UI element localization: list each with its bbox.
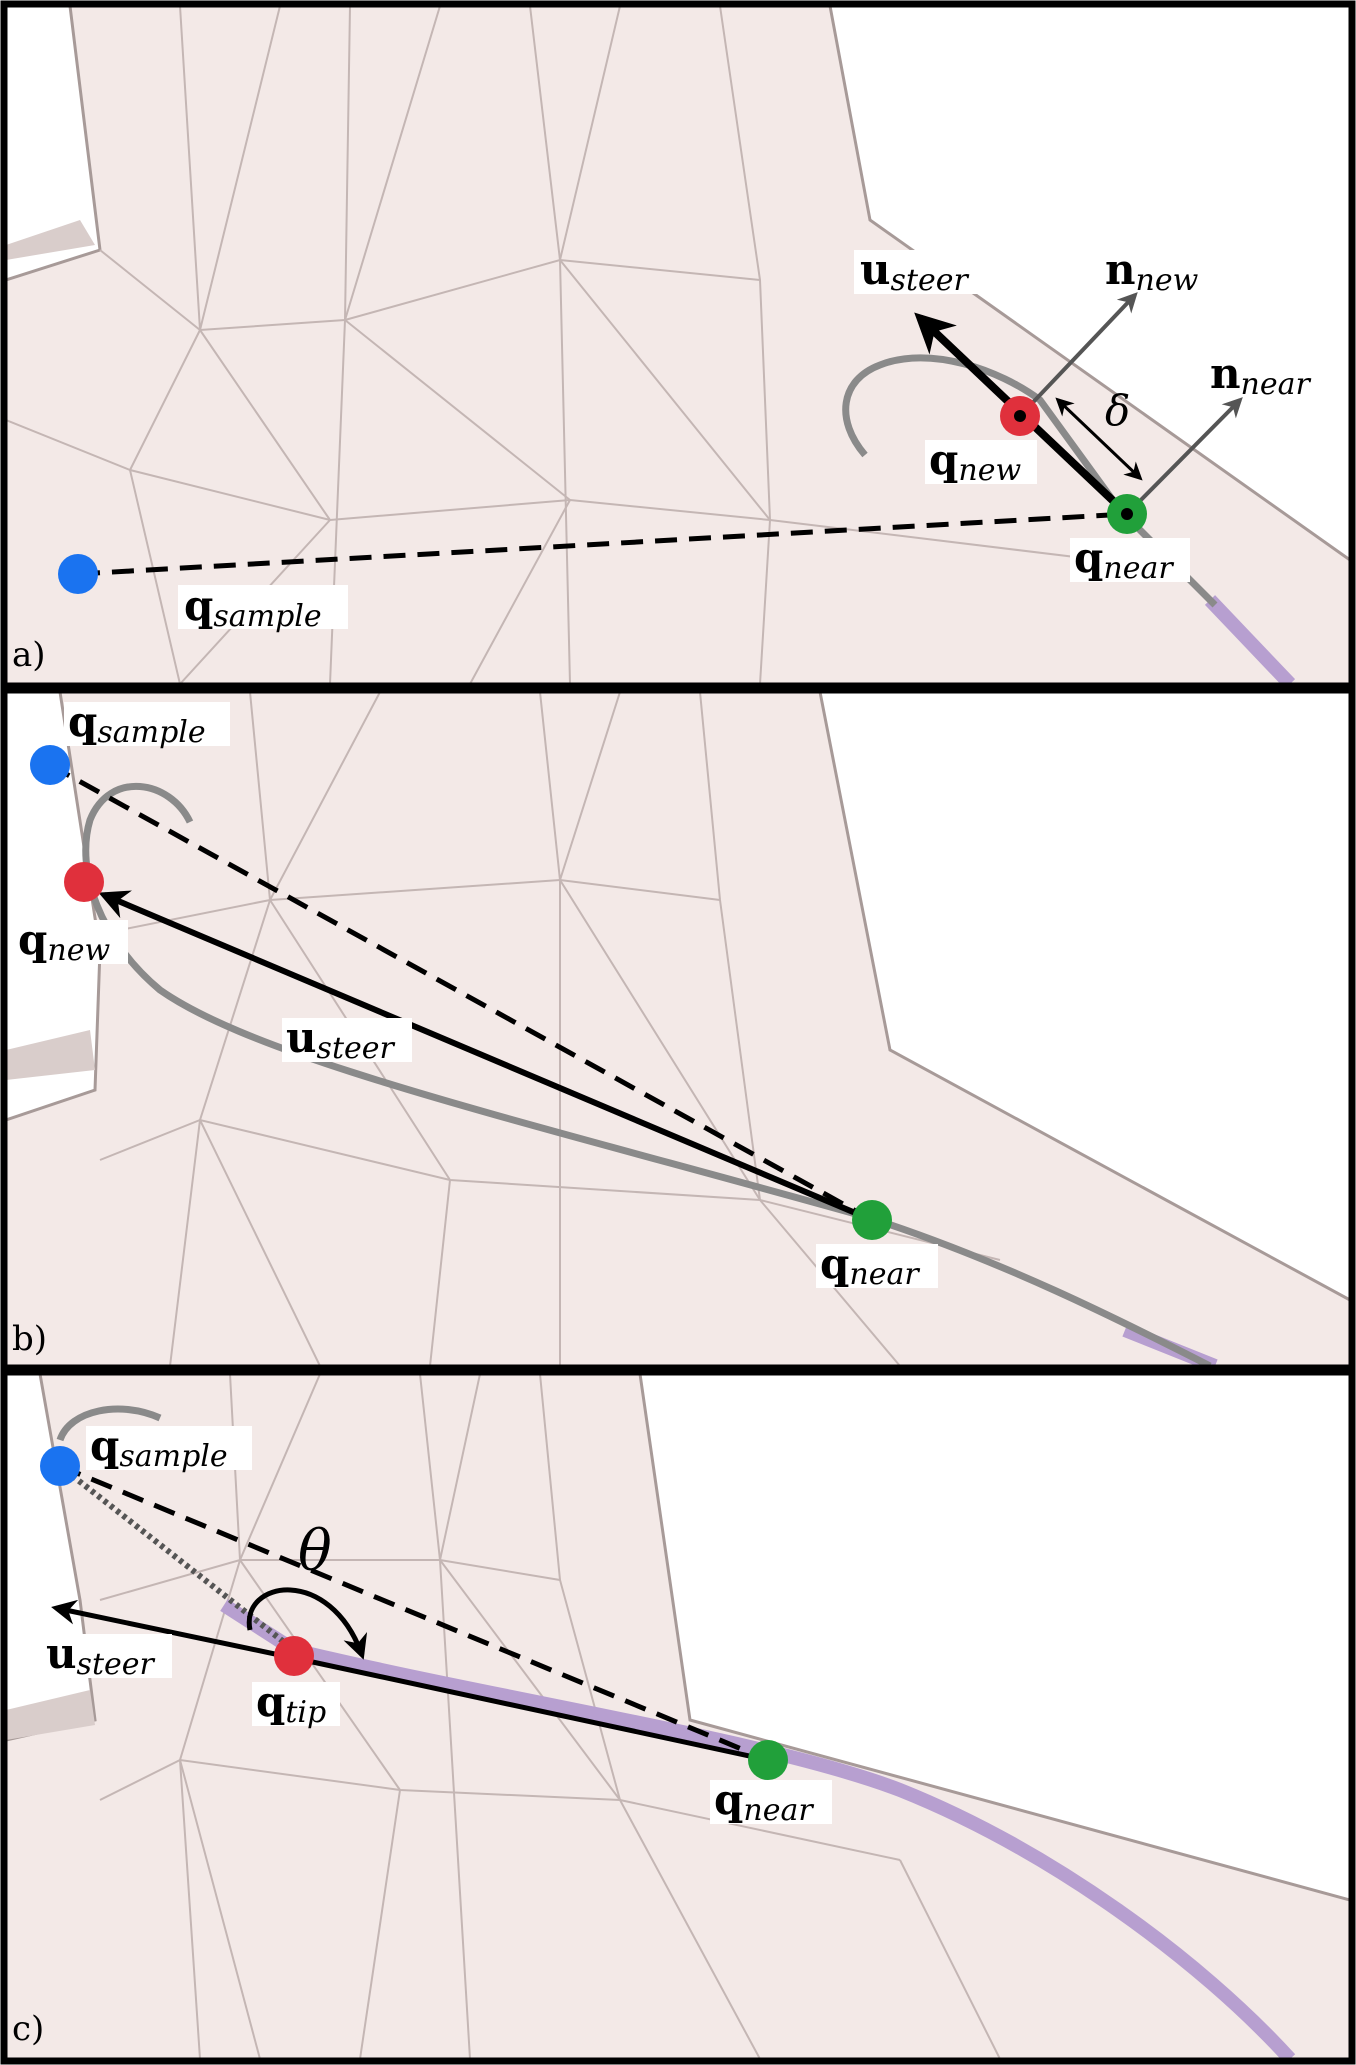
label-q-sample: qsample	[64, 697, 230, 750]
q-sample-point	[40, 1446, 80, 1486]
label-q-sample: qsample	[86, 1421, 252, 1474]
label-delta: δ	[1105, 386, 1130, 435]
path-segment	[1204, 595, 1296, 684]
label-q-new: qnew	[925, 435, 1037, 488]
label-u-steer: usteer	[854, 245, 984, 298]
panel-letter-c: c)	[12, 2009, 44, 2049]
svg-text:qnear: qnear	[820, 1239, 920, 1292]
q-sample-point	[30, 745, 70, 785]
q-new-point	[64, 862, 104, 902]
label-q-sample: qsample	[178, 581, 348, 634]
label-u-steer: usteer	[282, 1013, 412, 1066]
dotted-tangent	[58, 1463, 296, 1653]
delta-arrow	[1055, 397, 1143, 481]
q-tip-point	[274, 1636, 314, 1676]
label-q-near: qnear	[710, 1775, 832, 1828]
n-new-arrow	[1018, 292, 1138, 418]
svg-text:qsample: qsample	[68, 697, 206, 750]
panel-b: qsample qnew usteer qnear b)	[6, 692, 1350, 1366]
svg-text:usteer: usteer	[46, 1629, 156, 1682]
sample-to-near-dashed	[48, 762, 874, 1223]
panel-c: qsample θ usteer qtip qnear c)	[6, 1374, 1350, 2059]
q-near-point	[852, 1200, 892, 1240]
panel-c-border	[0, 1368, 1356, 2065]
u-steer-arrow	[98, 890, 874, 1223]
label-theta: θ	[298, 1519, 332, 1584]
u-steer-arrow	[51, 1599, 295, 1661]
theta-arc	[246, 1587, 368, 1660]
q-sample-point	[58, 554, 98, 594]
label-u-steer: usteer	[42, 1629, 172, 1682]
panel-a: qsample qnear qnew usteer nnew nnear δ a…	[6, 6, 1350, 684]
svg-text:usteer: usteer	[286, 1013, 396, 1066]
label-n-near: nnear	[1210, 349, 1312, 402]
label-q-near: qnear	[816, 1239, 938, 1292]
svg-text:qnear: qnear	[714, 1775, 814, 1828]
tip-to-near-line	[293, 1655, 769, 1763]
n-near-arrow	[1125, 397, 1243, 516]
svg-text:qnew: qnew	[18, 915, 110, 968]
svg-text:usteer: usteer	[860, 245, 970, 298]
steer-trajectory	[842, 354, 1218, 608]
panel-letter-a: a)	[12, 635, 46, 675]
svg-text:qtip: qtip	[256, 1677, 326, 1730]
panel-letter-b: b)	[12, 1319, 47, 1359]
svg-text:qsample: qsample	[90, 1421, 228, 1474]
mesh-edges	[6, 6, 1101, 684]
q-near-point	[748, 1740, 788, 1780]
svg-text:nnew: nnew	[1105, 245, 1199, 298]
mesh-edges	[99, 692, 1001, 1366]
path-segment	[292, 1643, 1296, 2059]
panel-a-border	[0, 0, 1356, 690]
sample-to-near-dashed	[77, 511, 1128, 577]
svg-text:nnear: nnear	[1210, 349, 1312, 402]
sample-to-near-dashed	[59, 1463, 769, 1763]
label-n-new: nnew	[1105, 245, 1199, 298]
label-q-tip: qtip	[252, 1677, 340, 1730]
panel-b-border	[0, 686, 1356, 1372]
svg-text:qnew: qnew	[929, 435, 1021, 488]
steer-trajectory	[56, 1405, 162, 1442]
surface-mesh	[6, 6, 1350, 684]
label-q-new: qnew	[14, 915, 128, 968]
svg-text:qsample: qsample	[184, 581, 322, 634]
svg-text:qnear: qnear	[1074, 533, 1174, 586]
label-q-near: qnear	[1070, 533, 1190, 586]
